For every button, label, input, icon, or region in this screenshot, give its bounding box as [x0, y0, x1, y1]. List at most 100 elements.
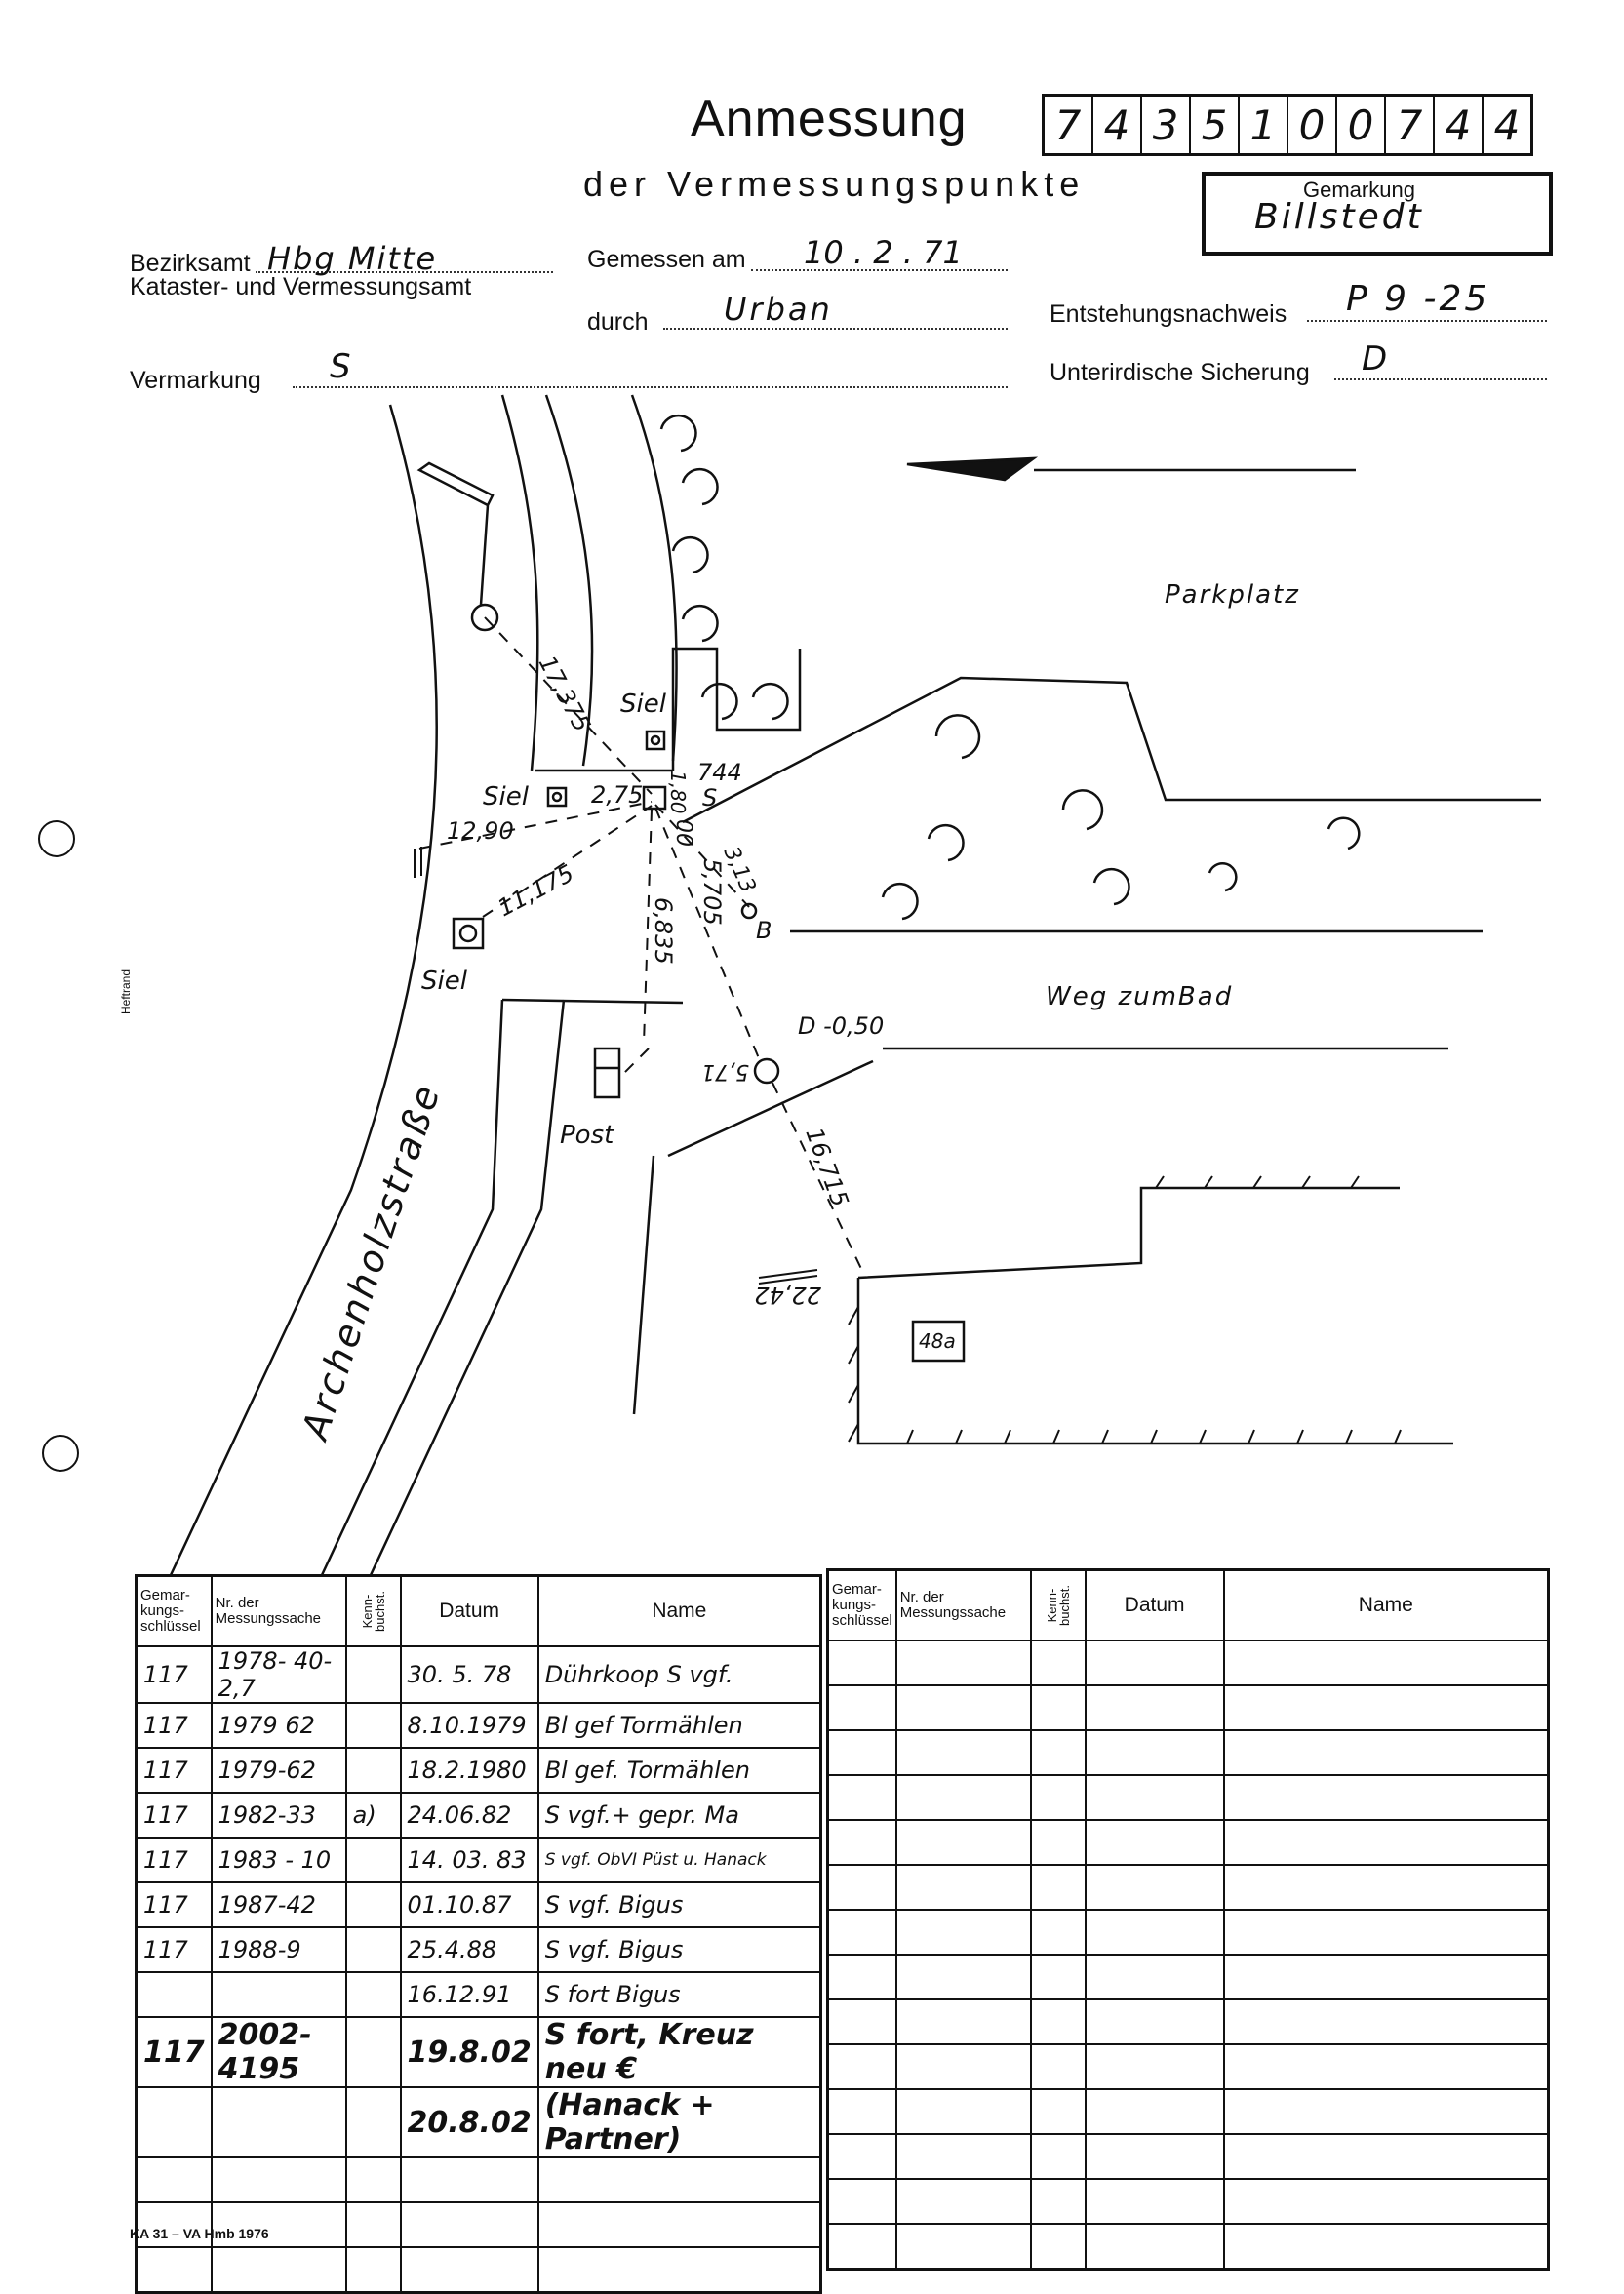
heftrand-label: Heftrand — [119, 969, 133, 1014]
kataster-label: Kataster- und Vermessungsamt — [130, 273, 472, 300]
table-row: 20.8.02(Hanack + Partner) — [135, 2086, 822, 2158]
cell-d — [1084, 1640, 1225, 1686]
cell-nr — [894, 1729, 1032, 1776]
cell-k — [1029, 1684, 1087, 1731]
cell-nr — [894, 2088, 1032, 2135]
cell-k — [1029, 1819, 1087, 1866]
right-register-table: Gemar-kungs-schlüssel Nr. der Messungssa… — [826, 1568, 1550, 2271]
cell-nr: 2002-4195 — [210, 2016, 347, 2088]
cell-n — [536, 2156, 822, 2203]
table-row — [826, 2133, 1550, 2180]
cell-n — [1222, 2043, 1550, 2090]
cell-n — [1222, 2178, 1550, 2225]
building-outline — [671, 647, 802, 771]
measure-5705: 5,705 — [698, 858, 726, 926]
cell-n — [1222, 2223, 1550, 2271]
cell-k — [1029, 2178, 1087, 2225]
cell-k — [1029, 1864, 1087, 1911]
cell-g: 117 — [135, 1747, 213, 1794]
cell-n — [1222, 2133, 1550, 2180]
cell-k — [344, 1881, 402, 1928]
cell-g — [826, 2043, 897, 2090]
cell-k — [344, 2016, 402, 2088]
gemarkung-value: Billstedt — [1254, 197, 1424, 237]
cell-nr — [894, 1909, 1032, 1956]
cell-nr — [210, 1971, 347, 2018]
cell-n: S vgf. Bigus — [536, 1881, 822, 1928]
cell-g — [826, 2223, 897, 2271]
entstehung-field: P 9 -25 — [1307, 279, 1547, 322]
cell-g — [826, 2133, 897, 2180]
cell-d — [1084, 1819, 1225, 1866]
durch-label: durch — [587, 308, 649, 336]
cell-k — [1029, 1909, 1087, 1956]
cell-nr — [894, 1640, 1032, 1686]
table-row — [826, 2223, 1550, 2271]
punch-hole-2 — [42, 1435, 79, 1472]
number-digit: 7 — [1045, 97, 1093, 153]
label-48a: 48a — [919, 1329, 956, 1353]
measure-2242: 22,42 — [754, 1282, 821, 1309]
measure-S: S — [702, 784, 717, 811]
cell-nr — [894, 2043, 1032, 2090]
number-digit: 3 — [1142, 97, 1191, 153]
cell-nr — [894, 2223, 1032, 2271]
header-gemarkung: Gemar-kungs-schlüssel — [826, 1568, 897, 1641]
durch-value: Urban — [724, 291, 833, 328]
number-digit: 5 — [1191, 97, 1240, 153]
table-row — [826, 1819, 1550, 1866]
tree-symbols — [659, 414, 1361, 921]
cell-d: 20.8.02 — [399, 2086, 539, 2158]
cell-k — [1029, 2223, 1087, 2271]
measure-6835: 6,835 — [650, 897, 677, 965]
bezirksamt-value: Hbg Mitte — [267, 240, 438, 277]
siel-box-3 — [452, 917, 485, 950]
siel-box-1 — [645, 730, 666, 751]
street-outer-curve — [169, 404, 438, 1576]
cell-k — [344, 1971, 402, 2018]
vermarkung-value: S — [330, 347, 351, 386]
cell-d — [1084, 1774, 1225, 1821]
cell-k — [344, 1645, 402, 1704]
cell-g — [135, 2246, 213, 2294]
cell-g — [135, 2156, 213, 2203]
post-box — [593, 1047, 621, 1099]
cell-n — [1222, 1864, 1550, 1911]
street-kerb-top — [501, 998, 684, 1005]
cell-k — [1029, 1640, 1087, 1686]
cell-k — [1029, 2088, 1087, 2135]
cell-d: 24.06.82 — [399, 1792, 539, 1839]
street-curve-4 — [630, 394, 678, 762]
page-title: Anmessung — [691, 91, 968, 147]
entstehung-label: Entstehungsnachweis — [1050, 300, 1287, 328]
label-post: Post — [560, 1121, 614, 1150]
cell-g: 117 — [135, 1837, 213, 1883]
cell-n — [536, 2201, 822, 2248]
header-datum: Datum — [399, 1574, 539, 1647]
sicherung-label: Unterirdische Sicherung — [1050, 359, 1310, 386]
cell-nr — [210, 2246, 347, 2294]
measure-00: 00 — [671, 819, 695, 847]
cell-n: S fort Bigus — [536, 1971, 822, 2018]
header-datum: Datum — [1084, 1568, 1225, 1641]
survey-sketch: Parkplatz Weg zumBad Archenholzstraße Po… — [38, 394, 1541, 1576]
cell-nr: 1988-9 — [210, 1926, 347, 1973]
header-name: Name — [1222, 1568, 1550, 1641]
sicherung-value: D — [1362, 339, 1388, 378]
cell-d — [1084, 2133, 1225, 2180]
entstehung-value: P 9 -25 — [1346, 279, 1490, 319]
number-digit: 0 — [1337, 97, 1386, 153]
cell-k — [1029, 2043, 1087, 2090]
cell-g — [826, 2088, 897, 2135]
gemarkung-box: Gemarkung Billstedt — [1202, 172, 1553, 256]
cell-k — [344, 2156, 402, 2203]
street-curve-2 — [500, 394, 539, 771]
page-subtitle: der Vermessungspunkte — [583, 164, 1086, 204]
cell-d — [1084, 1998, 1225, 2045]
cell-n: Dührkoop S vgf. — [536, 1645, 822, 1704]
measure-180: 1,80 — [666, 771, 690, 814]
gemessen-label: Gemessen am — [587, 246, 746, 273]
